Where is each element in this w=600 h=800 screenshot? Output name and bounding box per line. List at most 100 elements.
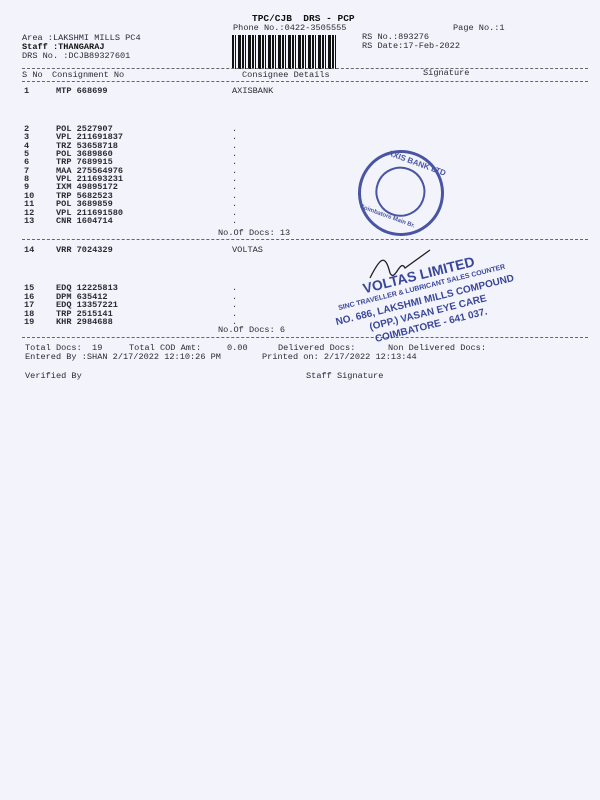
serial-number: 11 [24,199,35,210]
consignment-number: POL 3689860 [56,149,113,160]
consignment-number: VPL 211691837 [56,132,124,143]
consignment-number: KHR 2984688 [56,317,113,328]
consignee-placeholder: . [232,165,238,176]
consignee: VOLTAS [232,245,263,255]
table-row: 7 MAA 275564976. [0,165,600,176]
serial-number: 19 [24,317,35,328]
serial-number: 18 [24,308,35,319]
serial-number: 1 [24,86,30,96]
table-row: 2 POL 2527907. [0,125,600,134]
table-row: 17 EDQ 13357221. [0,301,600,310]
consignee-placeholder: . [232,124,238,134]
consignment-number: IXM 49895172 [56,182,118,193]
table-row: 12 VPL 211691580. [0,207,600,218]
consignment-number: TRZ 53658718 [56,140,118,151]
barcode [232,35,336,69]
consignee: AXISBANK [232,86,274,96]
consignment-number: MAA 275564976 [56,165,124,176]
serial-number: 8 [24,174,30,185]
consignee-placeholder: . [232,174,238,185]
divider [22,239,588,240]
serial-number: 5 [24,149,30,160]
area: Area :LAKSHMI MILLS PC4 [22,33,141,43]
consignee-placeholder: . [232,207,238,218]
rs-date: RS Date:17-Feb-2022 [362,41,460,51]
table-row: 9 IXM 49895172. [0,183,600,192]
consignee-placeholder: . [232,190,238,201]
consignee-placeholder: . [232,317,238,328]
serial-number: 10 [24,190,35,201]
table-row: 11 POL 3689859. [0,200,600,209]
consignment-number: TRP 2515141 [56,308,113,319]
consignment-number: DPM 635412 [56,291,108,302]
consignee-placeholder: . [232,132,238,143]
table-row: 6 TRP 7689915. [0,158,600,167]
serial-number: 16 [24,291,35,302]
divider [22,68,588,69]
docs-count: No.Of Docs: 6 [218,325,286,335]
table-row: 3 VPL 211691837. [0,133,600,142]
serial-number: 7 [24,165,30,176]
consignment-number: POL 3689859 [56,199,113,210]
consignee-placeholder: . [232,182,238,193]
table-row: 5 POL 3689860. [0,150,600,159]
consignee-placeholder: . [232,308,238,319]
serial-number: 2 [24,124,30,134]
consignment-number: VPL 211693231 [56,174,124,185]
total-docs: Total Docs: 19 [25,343,103,353]
consignment-number: TRP 7689915 [56,157,113,168]
signature-scribble [369,249,431,279]
table-row: 14 VRR 7024329 VOLTAS [0,246,600,255]
divider [22,337,588,338]
consignment-number: POL 2527907 [56,124,113,134]
divider [22,81,588,82]
consignment-number: EDQ 13357221 [56,300,118,311]
consignee-placeholder: . [232,215,238,226]
consignment-number: VPL 211691580 [56,207,124,218]
serial-number: 13 [24,215,35,226]
column-consignment: Consignment No [52,70,125,80]
table-row: 10 TRP 5682523. [0,190,600,201]
column-sno: S No [22,70,43,80]
serial-number: 15 [24,283,35,293]
column-signature: Signature [423,68,470,78]
consignment-number: CNR 1604714 [56,215,113,226]
table-row: 1 MTP 668699 AXISBANK [0,87,600,96]
consignment-number: TRP 5682523 [56,190,113,201]
rs-number: RS No.:893276 [362,32,430,42]
table-row: 19 KHR 2984688. [0,318,600,327]
consignment-number: EDQ 12225813 [56,283,118,293]
staff: Staff :THANGARAJ [22,42,105,52]
serial-number: 3 [24,132,30,143]
serial-number: 4 [24,140,30,151]
total-cod: Total COD Amt: 0.00 [129,343,248,353]
non-delivered-docs: Non Delivered Docs: [388,343,486,353]
serial-number: 14 [24,245,35,255]
table-row: 8 VPL 211693231. [0,175,600,184]
consignee-placeholder: . [232,157,238,168]
staff-signature: Staff Signature [306,371,384,381]
serial-number: 12 [24,207,35,218]
consignee-placeholder: . [232,300,238,311]
consignment-number: VRR 7024329 [56,245,113,255]
consignment-number: MTP 668699 [56,86,108,96]
printed-on: Printed on: 2/17/2022 12:13:44 [262,352,417,362]
table-row: 18 TRP 2515141. [0,308,600,319]
serial-number: 9 [24,182,30,193]
serial-number: 17 [24,300,35,311]
verified-by: Verified By [25,371,82,381]
serial-number: 6 [24,157,30,168]
drs-number: DRS No. :DCJB89327601 [22,51,131,61]
page-number: Page No.:1 [453,23,505,33]
consignee-placeholder: . [232,149,238,160]
table-row: 13 CNR 1604714. [0,215,600,226]
document-title: TPC/CJB DRS - PCP [252,13,355,24]
entered-by: Entered By :SHAN 2/17/2022 12:10:26 PM [25,352,221,362]
delivered-docs: Delivered Docs: [278,343,356,353]
consignee-placeholder: . [232,199,238,210]
column-consignee: Consignee Details [242,70,330,80]
phone-number: Phone No.:0422-3505555 [233,23,347,33]
